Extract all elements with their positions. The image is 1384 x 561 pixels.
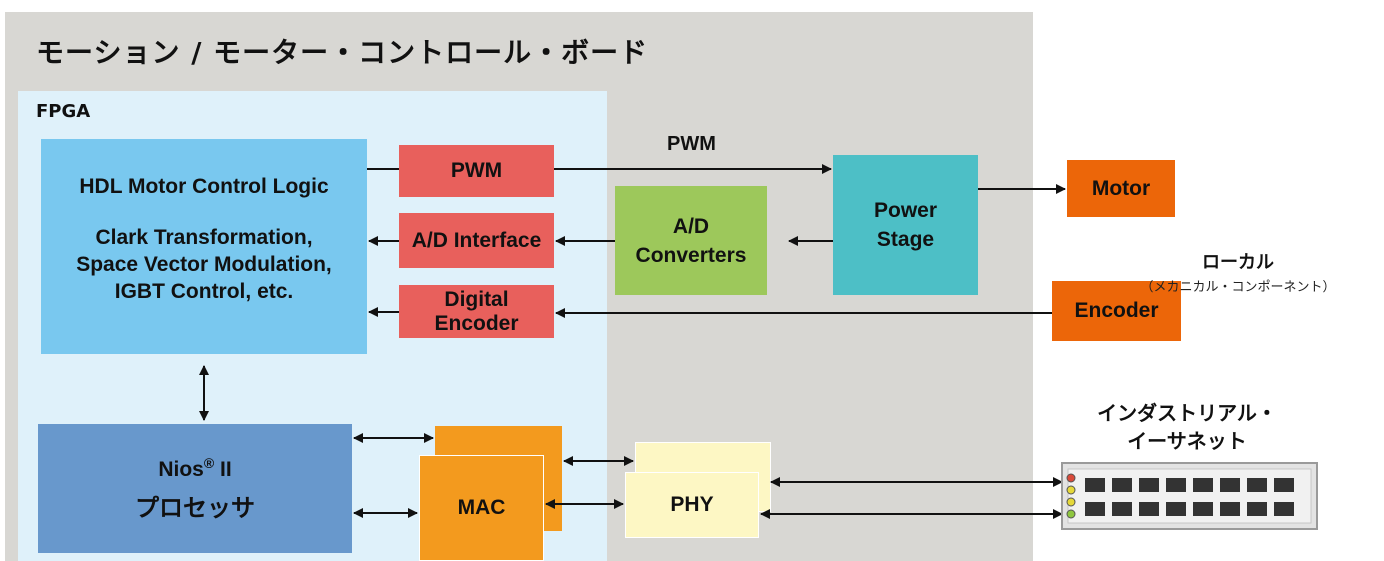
digital-encoder-line-1: Digital	[444, 287, 509, 311]
phy-block: PHY	[625, 472, 759, 538]
local-label: ローカル （メカニカル・コンポーネント）	[1118, 248, 1358, 295]
mac-block: MAC	[419, 455, 544, 561]
hdl-line-2: Space Vector Modulation,	[76, 253, 332, 276]
digital-encoder-block: Digital Encoder	[399, 285, 554, 338]
pwm-block: PWM	[399, 145, 554, 197]
digital-encoder-line-2: Encoder	[434, 311, 519, 335]
encoder-block: Encoder	[1052, 281, 1181, 341]
adc-line-2: Converters	[635, 243, 747, 267]
ethernet-line-1: インダストリアル・	[1097, 401, 1277, 425]
ethernet-line-2: イーサネット	[1127, 429, 1247, 453]
power-line-2: Stage	[876, 228, 935, 251]
hdl-line-3: IGBT Control, etc.	[114, 280, 294, 303]
power-stage-block: Power Stage	[833, 155, 978, 295]
hdl-motor-control-logic-block: HDL Motor Control Logic Clark Transforma…	[41, 139, 367, 354]
motor-block: Motor	[1067, 160, 1175, 217]
hdl-title: HDL Motor Control Logic	[79, 175, 329, 198]
local-subtitle: （メカニカル・コンポーネント）	[1140, 280, 1336, 295]
ad-interface-block: A/D Interface	[399, 213, 554, 268]
nios-name: Nios® II	[158, 454, 232, 481]
nios-ii-processor-block: Nios® II プロセッサ	[38, 424, 352, 553]
fpga-label: FPGA	[36, 101, 91, 122]
ad-converters-block: A/D Converters	[615, 186, 767, 295]
board-title: モーション / モーター・コントロール・ボード	[36, 36, 649, 69]
adc-line-1: A/D	[672, 214, 710, 238]
local-title: ローカル	[1202, 252, 1274, 273]
industrial-ethernet-label: インダストリアル・ イーサネット	[1077, 399, 1297, 455]
pwm-line-label: PWM	[667, 133, 716, 155]
ethernet-switch-icon	[1061, 462, 1318, 530]
nios-processor-label: プロセッサ	[135, 493, 255, 522]
hdl-line-1: Clark Transformation,	[95, 226, 313, 249]
power-line-1: Power	[873, 199, 938, 222]
